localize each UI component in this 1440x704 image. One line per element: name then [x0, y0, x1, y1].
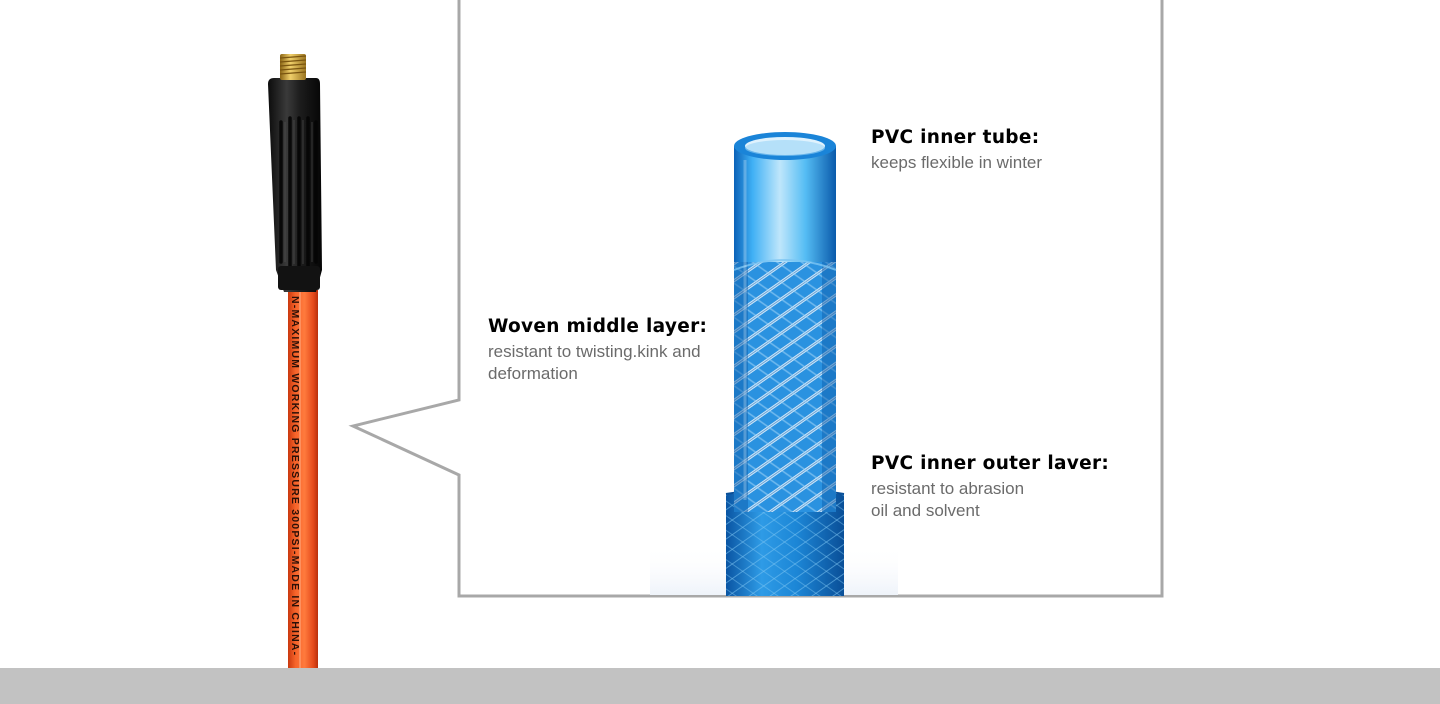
callout-middle-layer-title: Woven middle layer: [488, 316, 708, 337]
bottom-bar [0, 668, 1440, 704]
hose-print-text: N-MAXIMUM WORKING PRESSURE 300PSI-MADE I… [289, 296, 301, 656]
grip-fitting [268, 78, 322, 292]
callout-middle-layer-desc-2: deformation [488, 364, 578, 383]
callout-outer-layer-desc-2: oil and solvent [871, 501, 980, 520]
callout-outer-layer-title: PVC inner outer laver: [871, 453, 1110, 474]
callout-middle-layer: Woven middle layer: resistant to twistin… [488, 316, 707, 385]
callout-inner-tube-desc: keeps flexible in winter [871, 153, 1043, 172]
blue-hose-cutaway [725, 132, 845, 596]
callout-middle-layer-desc-1: resistant to twisting.kink and [488, 342, 701, 361]
brass-fitting [279, 54, 307, 80]
hose-illustration: N-MAXIMUM WORKING PRESSURE 300PSI-MADE I… [268, 0, 1164, 668]
callout-outer-layer: PVC inner outer laver: resistant to abra… [871, 453, 1109, 522]
callout-outer-layer-desc-1: resistant to abrasion [871, 479, 1025, 498]
callout-inner-tube: PVC inner tube: keeps flexible in winter [871, 127, 1042, 174]
product-diagram: N-MAXIMUM WORKING PRESSURE 300PSI-MADE I… [268, 0, 1164, 668]
callout-inner-tube-title: PVC inner tube: [871, 127, 1040, 148]
orange-hose: N-MAXIMUM WORKING PRESSURE 300PSI-MADE I… [288, 290, 318, 668]
